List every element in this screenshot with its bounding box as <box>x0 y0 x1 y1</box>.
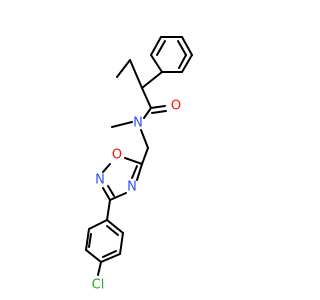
atom-amide-nitrogen: N <box>133 116 143 131</box>
atom-ring-nitrogen-4: N <box>127 180 137 195</box>
phenyl-ring <box>150 36 193 73</box>
bond-aryl-4 <box>100 253 121 263</box>
bond-n2-c3 <box>102 187 111 201</box>
bond-aryl-inner-2 <box>102 250 117 258</box>
oxadiazole-ring <box>102 157 143 201</box>
bond-c3-aryl <box>106 199 111 221</box>
bond-aryl-3 <box>85 249 102 263</box>
atom-ring-nitrogen-2: N <box>95 173 105 188</box>
bond-ch2-ch <box>129 59 143 89</box>
bond-aryl-inner-1 <box>88 233 92 248</box>
bond-ethyl-ch3-ch2 <box>116 59 131 78</box>
bond-aryl-5 <box>119 232 124 255</box>
bond-ch-phenyl <box>141 71 163 89</box>
bond-ch-carbonyl <box>141 87 152 109</box>
atom-chlorine: Cl <box>92 278 105 293</box>
bond-aryl-1 <box>88 219 108 230</box>
bond-aryl-6 <box>106 219 124 234</box>
bond-phenyl-2 <box>150 36 162 56</box>
bond-phenyl-inner-1 <box>156 40 166 56</box>
chlorophenyl-ring <box>85 199 124 276</box>
bond-aryl-cl <box>97 261 102 276</box>
bond-phenyl-inner-3 <box>177 40 187 56</box>
bond-n-methyl <box>111 121 133 128</box>
bond-ch2-oxadiazole <box>141 147 149 165</box>
bond-c5-o1 <box>124 157 143 165</box>
atom-carbonyl-oxygen: O <box>171 99 181 114</box>
bond-o1-n2 <box>102 163 111 173</box>
bond-carbonyl-o-2 <box>151 110 167 114</box>
amide-substituents <box>111 121 149 165</box>
molecule-structure: O N O N N Cl <box>85 36 193 293</box>
bond-phenyl-1 <box>150 54 163 73</box>
bond-n4-c5-double <box>131 165 138 179</box>
bond-phenyl-4 <box>181 36 193 56</box>
bond-n4-c5 <box>136 163 143 181</box>
atom-ring-oxygen: O <box>112 148 122 163</box>
bond-aryl-2 <box>85 228 90 251</box>
bond-n-ch2 <box>140 129 149 149</box>
bond-aryl-inner-3 <box>106 225 119 236</box>
bond-carbonyl-n <box>143 107 152 119</box>
bond-c3-n4 <box>109 192 127 201</box>
structure-canvas: O N O N N Cl <box>85 36 193 293</box>
bond-phenyl-inner-2 <box>178 54 187 69</box>
bond-carbonyl-o-1 <box>150 105 166 109</box>
butanoyl-chain <box>116 59 167 119</box>
atom-labels: O N O N N Cl <box>92 99 181 293</box>
bond-phenyl-5 <box>181 54 193 73</box>
bond-n2-c3-double <box>107 185 115 197</box>
